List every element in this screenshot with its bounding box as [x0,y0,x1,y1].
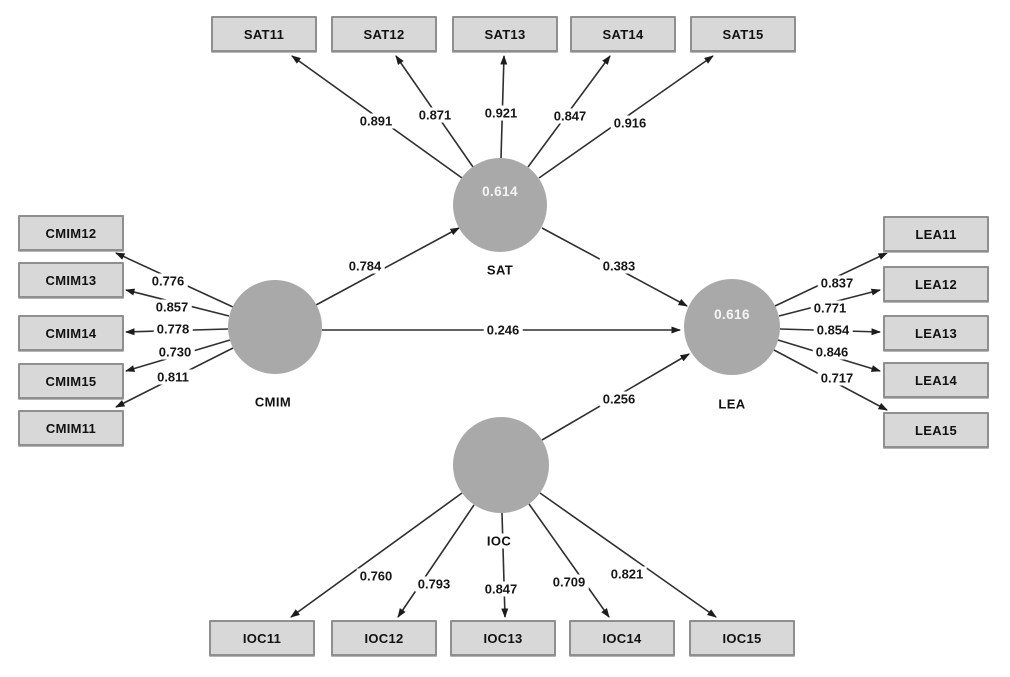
indicator-arrow-ioc11 [290,492,463,618]
construct-circle-lea: 0.616 [684,279,780,375]
loading-label-cmim15: 0.730 [155,344,195,360]
r-squared-sat: 0.614 [482,184,518,199]
path-label-sat-lea: 0.383 [599,258,639,274]
indicator-box-ioc14: IOC14 [569,620,675,656]
loading-label-cmim12: 0.776 [148,273,188,289]
path-label-ioc-lea: 0.256 [599,391,639,407]
loading-label-ioc14: 0.709 [549,574,589,590]
loading-label-cmim14: 0.778 [153,321,193,337]
indicator-box-sat13: SAT13 [452,16,558,52]
loading-label-sat14: 0.847 [550,108,590,124]
indicator-box-lea12: LEA12 [883,266,989,302]
indicator-box-lea11: LEA11 [883,216,989,252]
indicator-box-lea15: LEA15 [883,412,989,448]
construct-circle-ioc [453,417,549,513]
indicator-box-ioc11: IOC11 [209,620,315,656]
loading-label-lea14: 0.846 [812,344,852,360]
loading-label-cmim11: 0.811 [154,369,192,385]
loading-label-ioc15: 0.821 [607,566,647,582]
indicator-box-sat12: SAT12 [331,16,437,52]
indicator-box-sat15: SAT15 [690,16,796,52]
indicator-box-ioc13: IOC13 [450,620,556,656]
construct-circle-cmim [228,280,322,374]
structural-arrow-cmim-sat [315,227,460,306]
indicator-box-ioc15: IOC15 [689,620,795,656]
construct-label-cmim: CMIM [251,394,295,410]
indicator-box-sat11: SAT11 [211,16,317,52]
loading-label-sat12: 0.871 [415,107,455,123]
loading-label-lea12: 0.771 [810,300,850,316]
construct-label-lea: LEA [715,396,749,412]
indicator-box-cmim11: CMIM11 [18,410,124,446]
indicator-arrow-ioc14 [528,503,610,618]
path-label-cmim-sat: 0.784 [345,258,385,274]
indicator-box-ioc12: IOC12 [331,620,437,656]
loading-label-sat15: 0.916 [610,115,650,131]
loading-label-sat11: 0.891 [356,113,396,129]
indicator-box-lea14: LEA14 [883,362,989,398]
construct-circle-sat: 0.614 [453,158,547,252]
indicator-arrow-ioc15 [539,492,717,618]
loading-label-cmim13: 0.857 [152,299,192,315]
loading-label-ioc13: 0.847 [481,581,521,597]
loading-label-ioc12: 0.793 [414,576,454,592]
loading-label-lea11: 0.837 [817,275,857,291]
indicator-box-lea13: LEA13 [883,315,989,351]
indicator-arrow-ioc13 [501,512,509,618]
loading-label-lea13: 0.854 [813,322,853,338]
construct-label-ioc: IOC [483,533,515,549]
loading-label-lea15: 0.717 [817,370,857,386]
loading-label-sat13: 0.921 [481,105,521,121]
indicator-box-cmim15: CMIM15 [18,363,124,399]
indicator-box-cmim12: CMIM12 [18,215,124,251]
indicator-box-cmim13: CMIM13 [18,262,124,298]
loading-label-ioc11: 0.760 [356,568,396,584]
path-label-cmim-lea: 0.246 [483,322,523,338]
indicator-box-cmim14: CMIM14 [18,315,124,351]
construct-label-sat: SAT [483,262,517,278]
indicator-box-sat14: SAT14 [570,16,676,52]
r-squared-lea: 0.616 [714,307,750,322]
indicator-arrow-ioc12 [397,504,475,618]
